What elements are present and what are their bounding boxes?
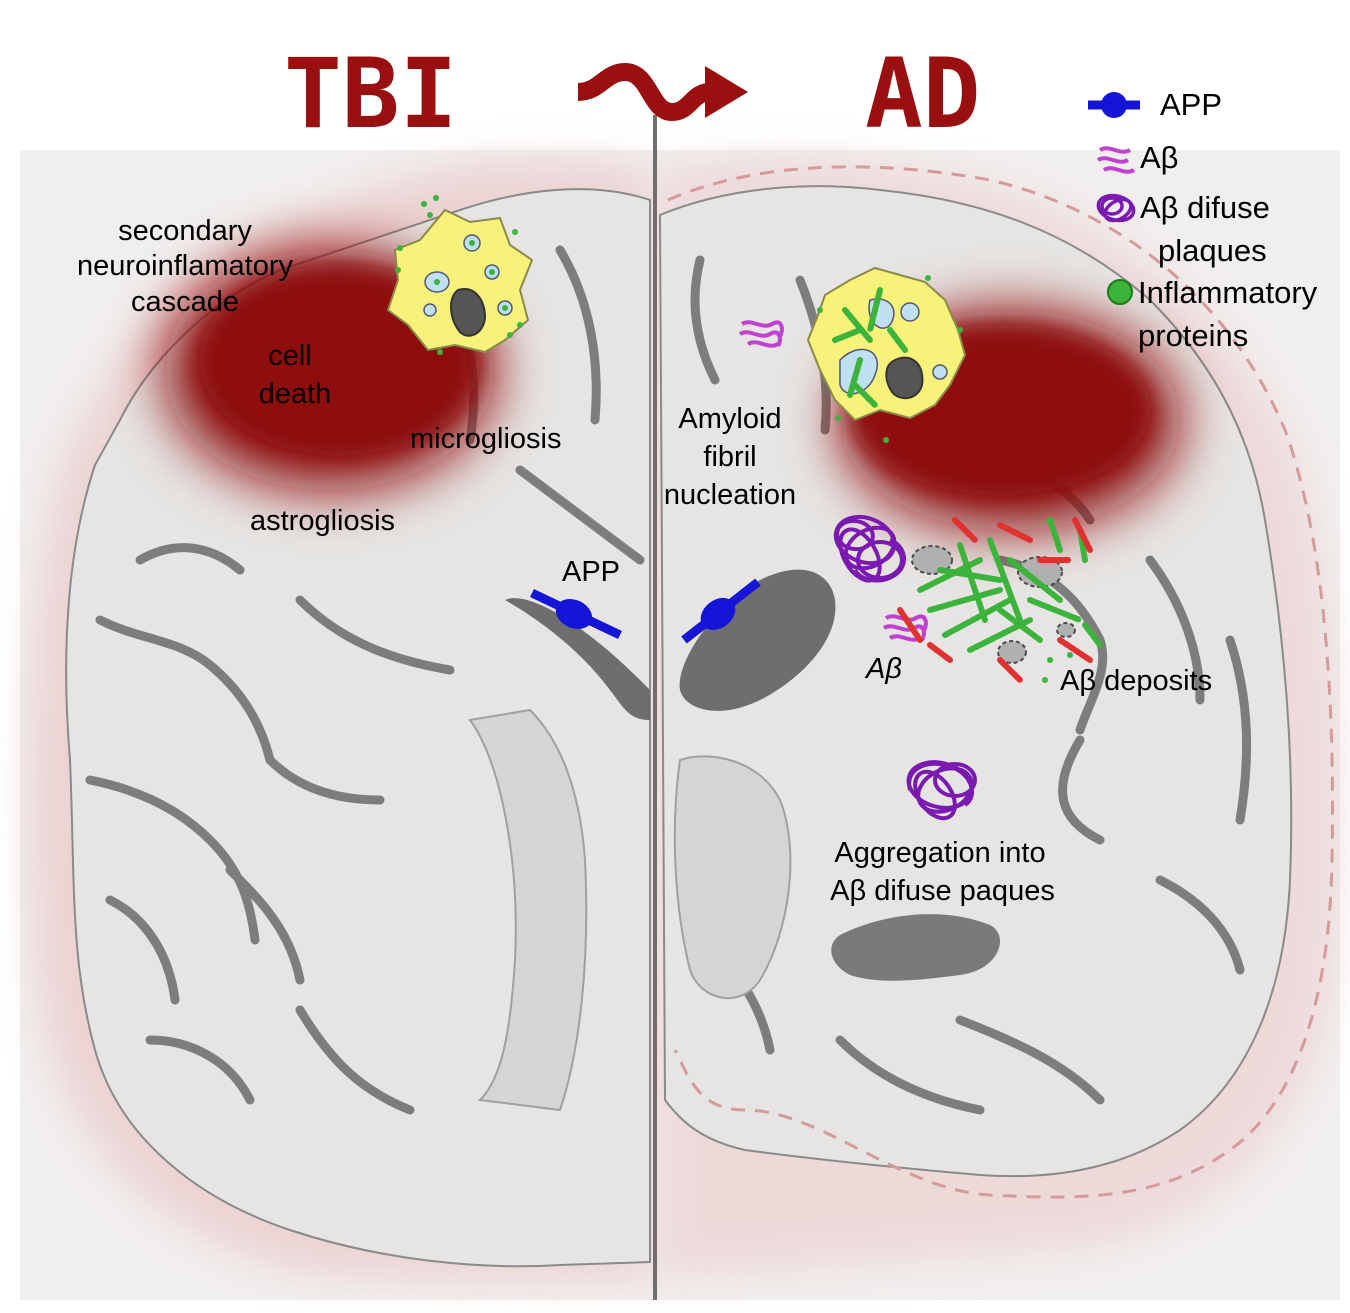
label-amyloid-3: nucleation — [663, 479, 797, 511]
right-basal-ganglia — [673, 755, 792, 999]
label-secondary-1: secondary — [118, 215, 252, 247]
right-sulci — [690, 255, 1252, 1115]
label-cell-death-1: cell — [268, 340, 312, 372]
legend-plaques-label: Aβ difuse — [1140, 190, 1270, 225]
plaque-lower — [906, 760, 977, 821]
progression-arrow — [577, 62, 748, 122]
right-dashed-outline — [667, 165, 1334, 1199]
left-ventricle — [505, 598, 650, 720]
label-astrogliosis: astrogliosis — [250, 505, 396, 537]
right-ventricle — [679, 569, 836, 711]
legend-abeta-label: Aβ — [1140, 140, 1179, 175]
title-tbi: TBI — [284, 38, 458, 150]
right-microglia — [806, 266, 967, 443]
abeta-deposits-cluster — [897, 517, 1103, 683]
abeta-squiggle-upper — [738, 320, 784, 348]
label-aggregation-2: Aβ difuse paques — [830, 875, 1055, 907]
label-secondary-3: cascade — [130, 286, 239, 318]
label-cell-death-2: death — [258, 378, 332, 410]
right-lower-ventricle — [831, 914, 1000, 981]
legend-plaque-icon — [1096, 193, 1136, 223]
legend-inflammatory-label-2: proteins — [1138, 318, 1249, 353]
legend-plaques-label-2: plaques — [1158, 233, 1267, 268]
plaque-upper — [833, 514, 906, 583]
label-amyloid-1: Amyloid — [678, 403, 782, 435]
legend-app-icon — [1088, 92, 1140, 118]
label-amyloid-2: fibril — [703, 441, 757, 473]
label-app-left: APP — [562, 556, 621, 588]
app-molecule-left — [530, 588, 622, 640]
legend-app-label: APP — [1160, 87, 1223, 122]
app-molecule-right — [681, 578, 761, 644]
label-secondary-2: neuroinflamatory — [77, 250, 293, 282]
legend-inflammatory-icon — [1107, 279, 1133, 305]
label-abeta-italic: Aβ — [866, 653, 902, 685]
legend-abeta-icon — [1096, 146, 1136, 174]
label-aggregation-1: Aggregation into — [834, 837, 1046, 869]
title-ad: AD — [865, 38, 981, 150]
left-microglia — [386, 195, 534, 355]
label-microgliosis: microgliosis — [410, 423, 562, 455]
legend-inflammatory-label: Inflammatory — [1138, 275, 1318, 310]
label-abeta-deposits: Aβ deposits — [1060, 665, 1213, 697]
left-basal-ganglia — [468, 708, 588, 1112]
microglia-nucleus — [450, 288, 487, 337]
